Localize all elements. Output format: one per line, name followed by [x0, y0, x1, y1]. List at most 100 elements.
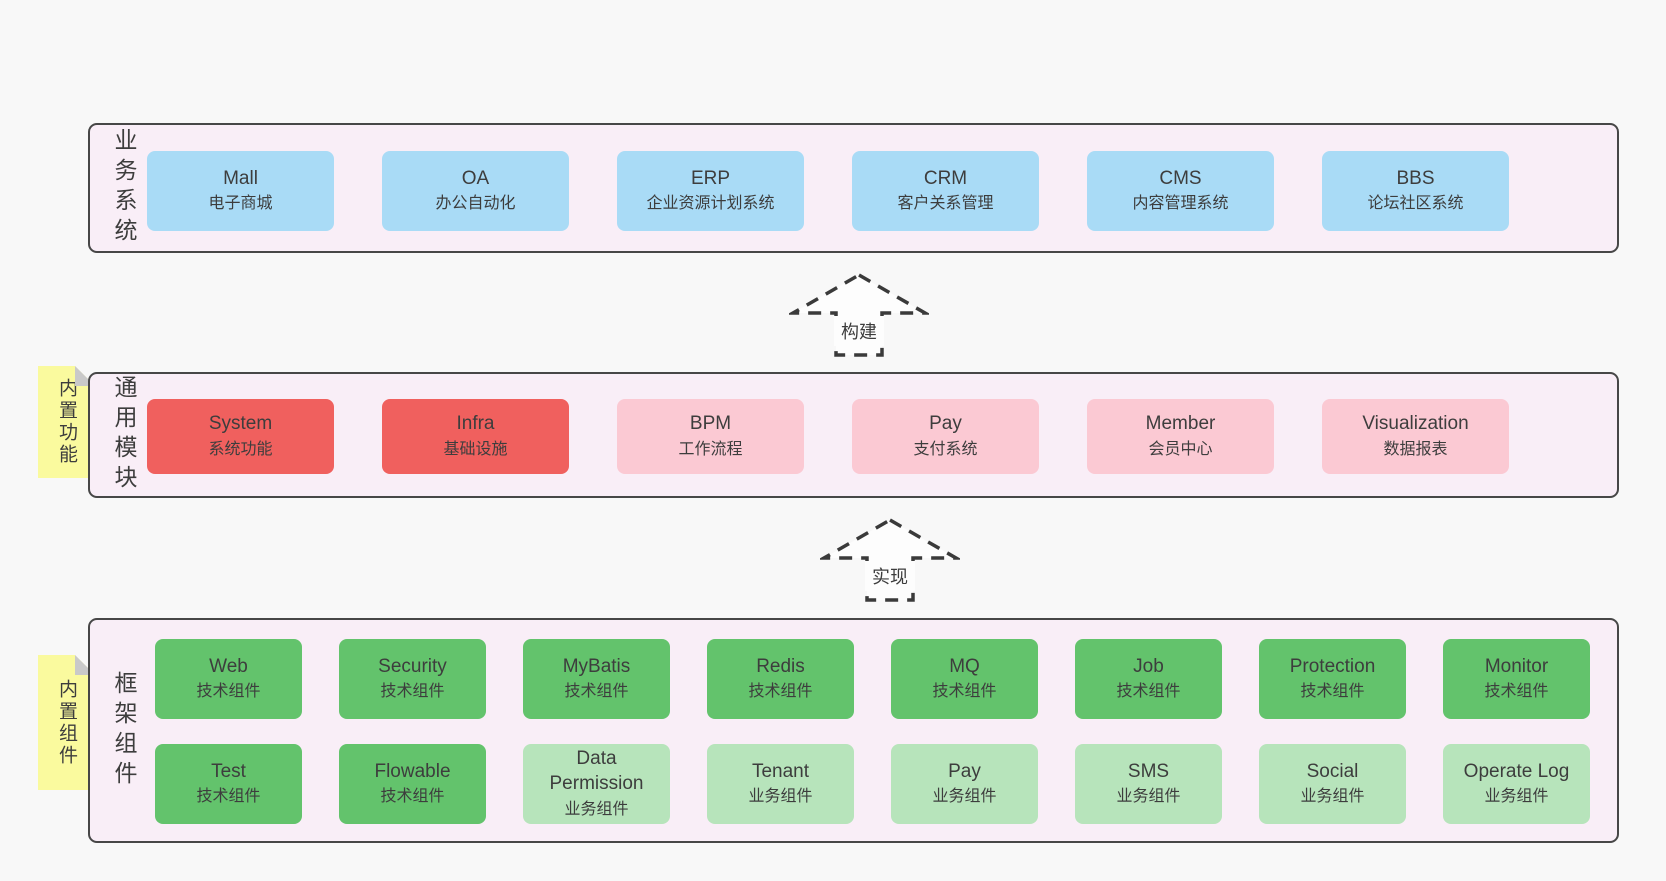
- box-title: BPM: [689, 413, 732, 435]
- box-framework-protection: Protection 技术组件: [1259, 639, 1406, 719]
- box-framework-web: Web 技术组件: [155, 639, 302, 719]
- box-subtitle: 技术组件: [380, 788, 445, 806]
- box-subtitle: 数据报表: [1383, 440, 1448, 458]
- box-title: ERP: [690, 167, 731, 189]
- box-title: SMS: [1127, 760, 1170, 782]
- sticky-note-builtin-features-label: 内置功能: [56, 378, 77, 466]
- box-title: Redis: [756, 655, 805, 677]
- box-framework-social: Social 业务组件: [1259, 744, 1406, 824]
- box-title: Job: [1133, 655, 1164, 677]
- box-title: Social: [1306, 760, 1359, 782]
- arrow-build: 构建: [789, 272, 929, 358]
- arrow-up-icon: [820, 517, 960, 602]
- box-subtitle: 电子商城: [208, 195, 273, 213]
- box-title: CRM: [923, 167, 968, 189]
- box-title: BBS: [1396, 167, 1435, 189]
- box-subtitle: 会员中心: [1148, 440, 1213, 458]
- box-subtitle: 技术组件: [932, 683, 997, 701]
- box-business-mall: Mall 电子商城: [147, 151, 334, 231]
- arrow-up-icon: [789, 272, 929, 357]
- box-subtitle: 技术组件: [1484, 683, 1549, 701]
- sticky-note-builtin-components-label: 内置组件: [56, 678, 77, 767]
- box-subtitle: 业务组件: [748, 788, 813, 806]
- box-modules-system: System 系统功能: [147, 399, 334, 474]
- box-title: Mall: [223, 167, 258, 189]
- box-title: Operate Log: [1463, 760, 1570, 782]
- box-title: Pay: [929, 413, 962, 435]
- box-business-oa: OA 办公自动化: [382, 151, 569, 231]
- arrow-implement-label: 实现: [865, 561, 915, 591]
- box-title: Protection: [1289, 655, 1376, 677]
- box-subtitle: 业务组件: [1116, 788, 1181, 806]
- box-title: Security: [378, 655, 447, 677]
- box-subtitle: 内容管理系统: [1132, 195, 1229, 213]
- panel-business-systems-label: 业务系统: [111, 128, 137, 248]
- box-subtitle: 技术组件: [1116, 683, 1181, 701]
- box-framework-redis: Redis 技术组件: [707, 639, 854, 719]
- box-title: System: [208, 413, 273, 435]
- box-subtitle: 客户关系管理: [897, 195, 994, 213]
- box-title: Visualization: [1362, 413, 1469, 435]
- common-modules-row: System 系统功能 Infra 基础设施 BPM 工作流程 Pay 支付系统 Member 会…: [147, 399, 1509, 474]
- box-subtitle: 系统功能: [208, 440, 273, 458]
- panel-common-modules: 通用模块 System 系统功能 Infra 基础设施 BPM 工作流程 Pay 支付系统 Me…: [88, 372, 1619, 498]
- box-subtitle: 技术组件: [196, 788, 261, 806]
- box-title: MyBatis: [562, 655, 631, 677]
- arrow-build-label: 构建: [834, 316, 884, 346]
- box-subtitle: 支付系统: [913, 440, 978, 458]
- box-title: MQ: [949, 655, 980, 677]
- box-modules-infra: Infra 基础设施: [382, 399, 569, 474]
- box-title: Infra: [456, 413, 495, 435]
- box-modules-bpm: BPM 工作流程: [617, 399, 804, 474]
- box-subtitle: 工作流程: [678, 440, 743, 458]
- box-framework-operate-log: Operate Log 业务组件: [1443, 744, 1590, 824]
- box-framework-test: Test 技术组件: [155, 744, 302, 824]
- box-framework-job: Job 技术组件: [1075, 639, 1222, 719]
- box-title: Tenant: [751, 760, 810, 782]
- panel-framework-components-label: 框架组件: [111, 670, 137, 791]
- box-title: Pay: [948, 760, 981, 782]
- box-title: CMS: [1159, 167, 1202, 189]
- box-modules-member: Member 会员中心: [1087, 399, 1274, 474]
- box-subtitle: 技术组件: [380, 683, 445, 701]
- box-title: OA: [461, 167, 490, 189]
- box-title: Data Permission: [549, 748, 644, 795]
- box-subtitle: 业务组件: [1484, 788, 1549, 806]
- arrow-implement: 实现: [820, 517, 960, 603]
- box-framework-mybatis: MyBatis 技术组件: [523, 639, 670, 719]
- box-subtitle: 论坛社区系统: [1367, 195, 1464, 213]
- box-modules-visualization: Visualization 数据报表: [1322, 399, 1509, 474]
- box-subtitle: 业务组件: [564, 800, 629, 818]
- box-subtitle: 基础设施: [443, 440, 508, 458]
- box-subtitle: 技术组件: [196, 683, 261, 701]
- box-framework-security: Security 技术组件: [339, 639, 486, 719]
- box-subtitle: 技术组件: [564, 683, 629, 701]
- box-title: Member: [1145, 413, 1216, 435]
- box-title: Test: [211, 760, 246, 782]
- box-framework-monitor: Monitor 技术组件: [1443, 639, 1590, 719]
- box-title: Monitor: [1484, 655, 1549, 677]
- box-subtitle: 业务组件: [1300, 788, 1365, 806]
- box-business-crm: CRM 客户关系管理: [852, 151, 1039, 231]
- box-subtitle: 办公自动化: [435, 195, 516, 213]
- box-framework-mq: MQ 技术组件: [891, 639, 1038, 719]
- box-modules-pay: Pay 支付系统: [852, 399, 1039, 474]
- box-subtitle: 技术组件: [748, 683, 813, 701]
- box-title: Web: [209, 655, 248, 677]
- box-business-cms: CMS 内容管理系统: [1087, 151, 1274, 231]
- panel-common-modules-label: 通用模块: [111, 375, 137, 495]
- sticky-note-builtin-components: 内置组件: [38, 655, 95, 790]
- box-framework-tenant: Tenant 业务组件: [707, 744, 854, 824]
- box-subtitle: 业务组件: [932, 788, 997, 806]
- box-business-bbs: BBS 论坛社区系统: [1322, 151, 1509, 231]
- box-title: Flowable: [374, 760, 451, 782]
- box-subtitle: 技术组件: [1300, 683, 1365, 701]
- box-framework-flowable: Flowable 技术组件: [339, 744, 486, 824]
- box-framework-sms: SMS 业务组件: [1075, 744, 1222, 824]
